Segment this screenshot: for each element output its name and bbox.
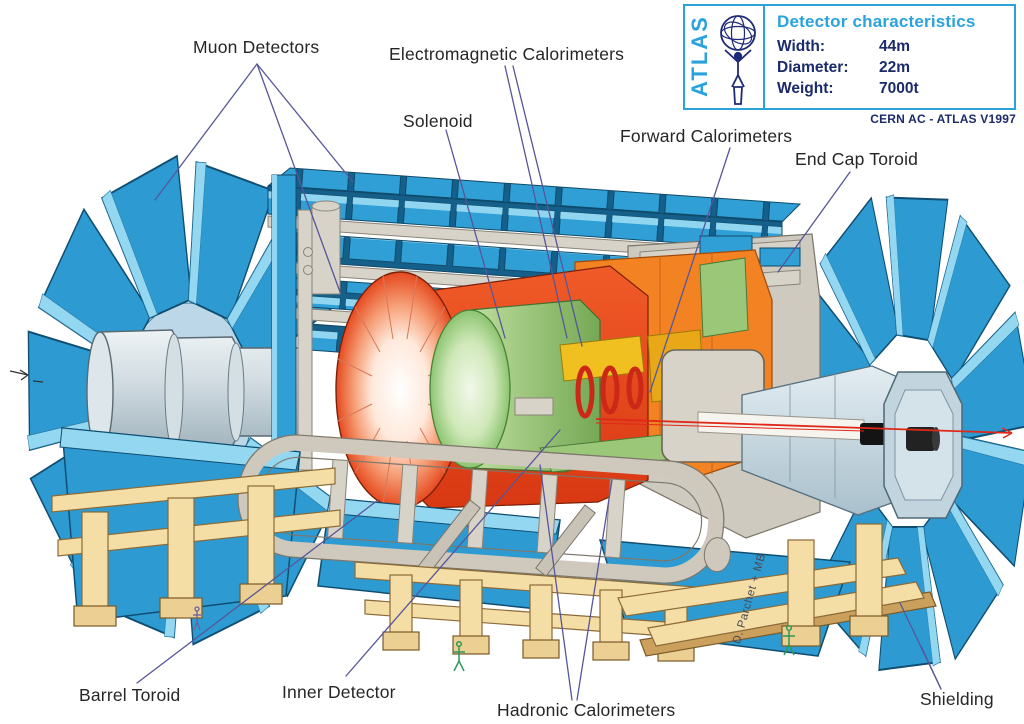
detector-characteristics-box: ATLAS Detector characteristics (683, 4, 1016, 110)
scale-figure-green-2 (783, 624, 795, 656)
label-em-calorimeters: Electromagnetic Calorimeters (389, 44, 625, 64)
label-hadronic-calorimeters: Hadronic Calorimeters (497, 700, 676, 720)
label-forward-calorimeters: Forward Calorimeters (620, 126, 793, 146)
leader-shielding-2 (920, 645, 942, 690)
credit-line: CERN AC - ATLAS V1997 (870, 112, 1016, 126)
info-row-diameter: Diameter: 22m (777, 57, 1014, 78)
label-shielding: Shielding (920, 689, 994, 709)
beam-axis-arrow-left (9, 369, 44, 383)
leader-endcap (777, 171, 851, 273)
leader-barrel-toroid (136, 499, 379, 684)
label-end-cap-toroid: End Cap Toroid (795, 149, 919, 169)
leader-forward (649, 147, 731, 393)
label-muon-detectors: Muon Detectors (193, 37, 320, 57)
info-row-width: Width: 44m (777, 36, 1014, 57)
label-barrel-toroid: Barrel Toroid (79, 685, 181, 705)
green-cut-panel (699, 257, 749, 338)
support-strut (535, 504, 596, 577)
em-calorimeter-face (429, 309, 511, 469)
leader-muon-1 (154, 63, 258, 201)
leader-solenoid (445, 129, 506, 339)
leader-hadronic-1 (539, 464, 573, 701)
atlas-logo-text: ATLAS (687, 15, 712, 97)
beam-collar-2 (906, 427, 936, 451)
scale-figure-green-1 (453, 640, 465, 672)
diameter-label: Diameter: (777, 59, 849, 76)
support-structure (51, 467, 937, 662)
leader-em-2 (512, 65, 583, 347)
label-inner-detector: Inner Detector (282, 682, 396, 702)
weight-value: 7000t (879, 80, 919, 97)
detector-characteristics-content: Detector characteristics Width: 44m Diam… (765, 6, 1014, 108)
leader-hadronic-2 (576, 479, 613, 701)
beam-line (595, 418, 1013, 439)
calorimeter-cutaway (335, 249, 773, 509)
atlas-figure-icon (720, 15, 756, 105)
leader-lines (136, 63, 942, 701)
diameter-value: 22m (879, 59, 911, 76)
info-box-title: Detector characteristics (777, 12, 976, 31)
leader-muon-2 (256, 63, 341, 293)
width-label: Width: (777, 38, 826, 55)
label-solenoid: Solenoid (403, 111, 473, 131)
inner-detector-shaft (514, 397, 554, 416)
leader-muon-3 (256, 63, 354, 183)
left-endcap-cylinder (86, 329, 301, 453)
info-row-weight: Weight: 7000t (777, 78, 1014, 99)
weight-label: Weight: (777, 80, 834, 97)
atlas-logo: ATLAS (685, 6, 765, 108)
scale-figure-purple (193, 606, 201, 631)
width-value: 44m (879, 38, 911, 55)
leader-em-1 (504, 65, 568, 339)
pixel-rings (575, 365, 644, 419)
leader-inner (345, 429, 561, 677)
